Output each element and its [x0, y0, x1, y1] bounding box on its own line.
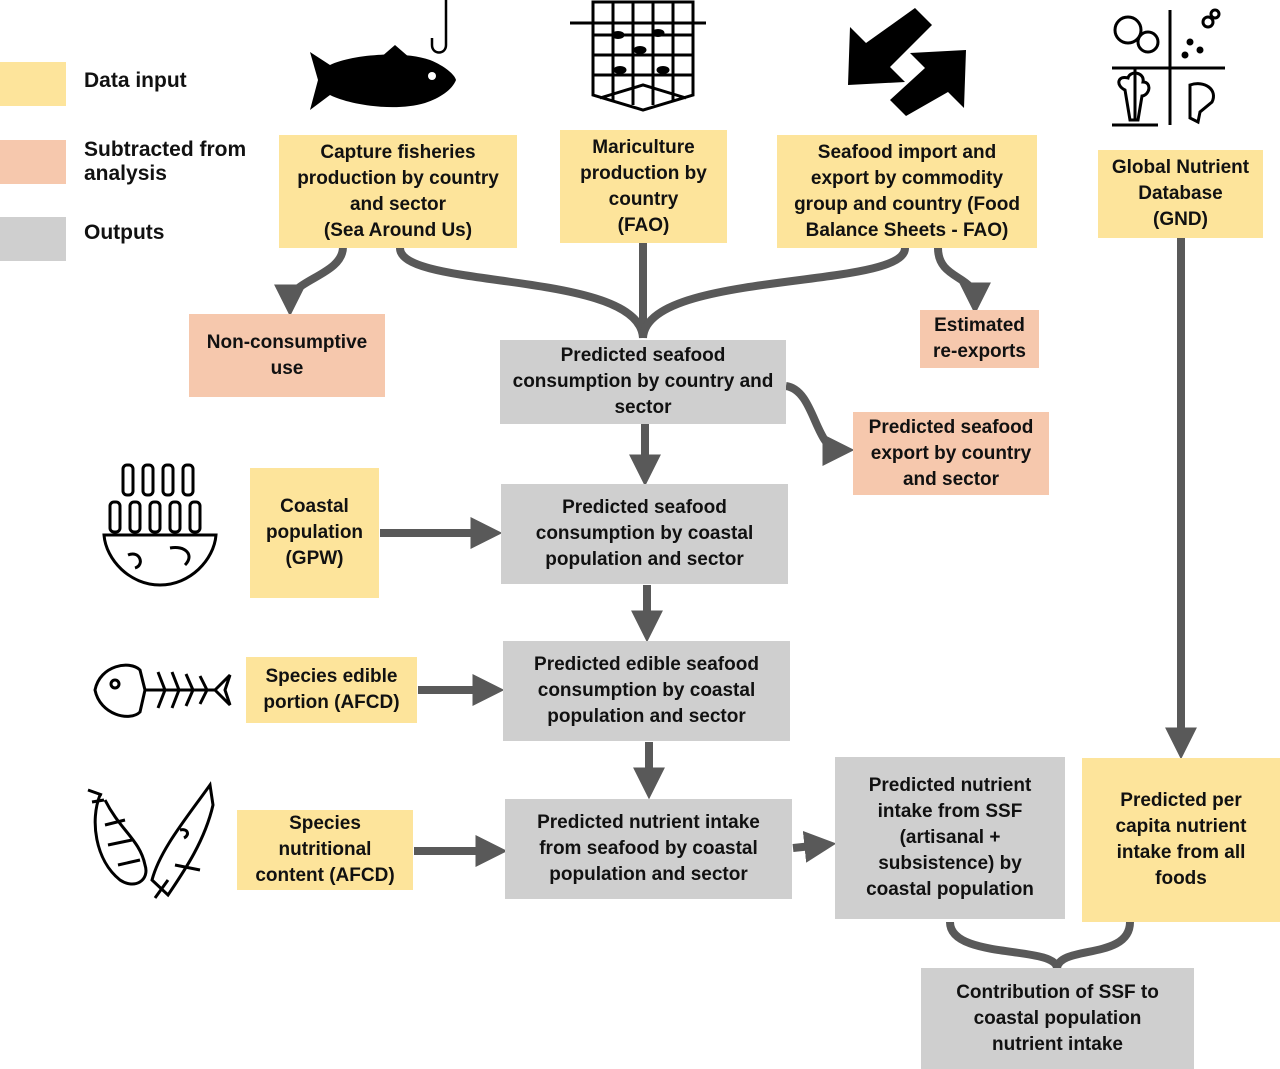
- node-non-consumptive-use: Non-consumptive use: [189, 314, 385, 397]
- arrow-capture-to-consumption: [396, 246, 647, 339]
- node-species-nutritional-content: Species nutritional content (AFCD): [237, 810, 413, 890]
- arrow-nutrient-to-ssf: [792, 830, 837, 863]
- trade-arrows-icon: [848, 8, 966, 116]
- legend-swatch-outputs: [0, 217, 66, 261]
- arrow-percapita-to-contribution: [1053, 921, 1134, 970]
- node-consumption-by-country: Predicted seafood consumption by country…: [500, 340, 786, 424]
- node-capture-fisheries: Capture fisheries production by country …: [279, 135, 517, 248]
- node-mariculture: Mariculture production by country (FAO): [560, 130, 727, 243]
- legend-label-outputs: Outputs: [84, 221, 165, 244]
- arrow-trade-to-consumption: [639, 246, 909, 339]
- node-coastal-population: Coastal population (GPW): [250, 468, 379, 598]
- fish-skeleton-icon: [93, 663, 232, 718]
- legend-swatch-subtracted: [0, 140, 66, 184]
- node-predicted-export: Predicted seafood export by country and …: [853, 412, 1049, 495]
- node-global-nutrient-database: Global Nutrient Database (GND): [1098, 150, 1263, 238]
- legend-swatch-input: [0, 62, 66, 106]
- node-per-capita-intake: Predicted per capita nutrient intake fro…: [1082, 758, 1280, 922]
- node-nutrient-intake-seafood: Predicted nutrient intake from seafood b…: [505, 799, 792, 899]
- arrow-trade-to-reexports: [934, 247, 991, 315]
- node-estimated-reexports: Estimated re-exports: [920, 310, 1039, 368]
- node-species-edible-portion: Species edible portion (AFCD): [246, 657, 417, 723]
- legend-label-subtracted: Subtracted from analysis: [84, 138, 247, 185]
- arrow-ssf-to-contribution: [946, 921, 1061, 970]
- node-nutrient-intake-ssf: Predicted nutrient intake from SSF (arti…: [835, 757, 1065, 919]
- node-ssf-contribution: Contribution of SSF to coastal populatio…: [921, 968, 1194, 1069]
- arrow-capture-to-nonconsumptive: [274, 246, 347, 317]
- food-groups-icon: [1112, 8, 1225, 127]
- node-edible-consumption: Predicted edible seafood consumption by …: [503, 641, 790, 741]
- fish-hook-icon: [310, 0, 456, 110]
- coastal-people-icon: [102, 463, 218, 587]
- node-seafood-trade: Seafood import and export by commodity g…: [777, 135, 1037, 248]
- shrimp-fish-icon: [87, 781, 215, 899]
- arrow-consumption-to-export: [784, 382, 855, 466]
- legend-label-input: Data input: [84, 69, 187, 92]
- net-pen-icon: [570, 0, 706, 112]
- node-consumption-by-coastal: Predicted seafood consumption by coastal…: [501, 484, 788, 584]
